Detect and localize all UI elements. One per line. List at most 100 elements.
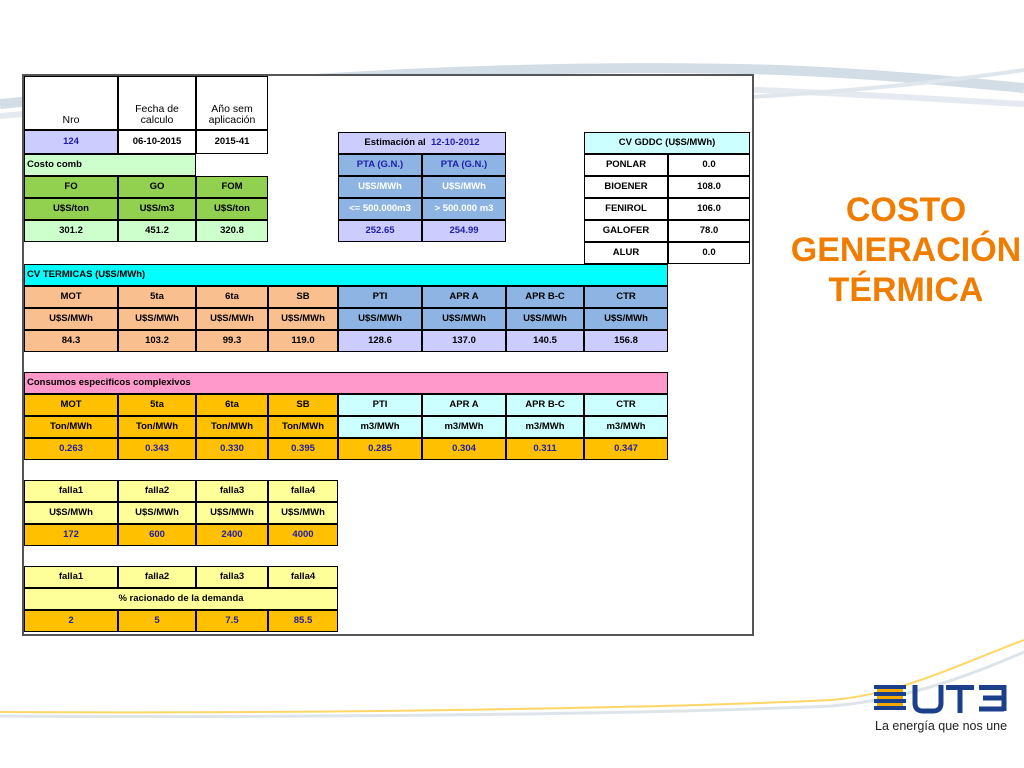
consumos-col: APR A [422,394,506,416]
falla-rac-col: falla4 [268,566,338,588]
consumos-col: 5ta [118,394,196,416]
falla-cost-unit: U$S/MWh [24,502,118,524]
falla-rac-value: 7.5 [196,610,268,632]
costo-comb-unit: U$S/ton [196,198,268,220]
falla-cost-value: 600 [118,524,196,546]
anio-value: 2015-41 [196,130,268,154]
cv-termicas-unit: U$S/MWh [24,308,118,330]
consumos-value: 0.395 [268,438,338,460]
consumos-unit: m3/MWh [506,416,584,438]
consumos-unit: Ton/MWh [196,416,268,438]
fecha-value: 06-10-2015 [118,130,196,154]
ute-logo-icon [874,685,1007,714]
nro-value: 124 [24,130,118,154]
estimacion-label: Estimación al [364,136,426,148]
costo-comb-col: FO [24,176,118,198]
costo-comb-value: 301.2 [24,220,118,242]
falla-cost-col: falla4 [268,480,338,502]
falla-cost-col: falla3 [196,480,268,502]
falla-rac-col: falla2 [118,566,196,588]
fecha-label-line2: calculo [140,114,174,127]
consumos-value: 0.347 [584,438,668,460]
cv-termicas-unit: U$S/MWh [422,308,506,330]
cv-termicas-unit: U$S/MWh [196,308,268,330]
cv-termicas-col: APR B-C [506,286,584,308]
cv-termicas-unit: U$S/MWh [268,308,338,330]
falla-cost-value: 2400 [196,524,268,546]
consumos-unit: Ton/MWh [118,416,196,438]
falla-cost-col: falla2 [118,480,196,502]
estimacion-value: 252.65 [338,220,422,242]
consumos-unit: m3/MWh [584,416,668,438]
estimacion-col: PTA (G.N.) [338,154,422,176]
falla-rac-label: % racionado de la demanda [24,588,338,610]
consumos-col: MOT [24,394,118,416]
cv-termicas-unit: U$S/MWh [506,308,584,330]
costo-comb-col: GO [118,176,196,198]
cv-termicas-value: 140.5 [506,330,584,352]
costo-comb-value: 320.8 [196,220,268,242]
cv-termicas-col: CTR [584,286,668,308]
falla-cost-value: 172 [24,524,118,546]
consumos-title: Consumos especificos complexivos [24,372,668,394]
cv-termicas-value: 156.8 [584,330,668,352]
falla-cost-unit: U$S/MWh [196,502,268,524]
consumos-value: 0.263 [24,438,118,460]
consumos-col: SB [268,394,338,416]
falla-cost-value: 4000 [268,524,338,546]
estimacion-header: Estimación al 12-10-2012 [338,132,506,154]
falla-cost-unit: U$S/MWh [118,502,196,524]
consumos-col: 6ta [196,394,268,416]
falla-rac-col: falla1 [24,566,118,588]
cv-termicas-value: 128.6 [338,330,422,352]
cv-gddc-value: 0.0 [668,154,750,176]
cv-termicas-col: MOT [24,286,118,308]
slide-title-line3: TÉRMICA [828,271,984,309]
cv-termicas-col: 6ta [196,286,268,308]
falla-rac-value: 85.5 [268,610,338,632]
slide-title-line1: COSTO [845,191,967,229]
logo-tagline: La energía que nos une [875,719,1008,733]
consumos-value: 0.311 [506,438,584,460]
fecha-label-line1: Fecha de [135,102,179,115]
cv-gddc-value: 106.0 [668,198,750,220]
consumos-col: CTR [584,394,668,416]
cv-gddc-value: 108.0 [668,176,750,198]
cv-termicas-value: 99.3 [196,330,268,352]
falla-rac-value: 5 [118,610,196,632]
costo-comb-unit: U$S/m3 [118,198,196,220]
cv-termicas-unit: U$S/MWh [338,308,422,330]
estimacion-col: PTA (G.N.) [422,154,506,176]
consumos-value: 0.285 [338,438,422,460]
estimacion-value: 254.99 [422,220,506,242]
consumos-unit: Ton/MWh [24,416,118,438]
estimacion-range: <= 500.000m3 [338,198,422,220]
cv-termicas-value: 119.0 [268,330,338,352]
costo-comb-unit: U$S/ton [24,198,118,220]
consumos-unit: Ton/MWh [268,416,338,438]
cv-termicas-col: APR A [422,286,506,308]
cv-gddc-name: BIOENER [584,176,668,198]
consumos-col: APR B-C [506,394,584,416]
anio-label-line2: aplicación [208,114,256,127]
costo-comb-value: 451.2 [118,220,196,242]
estimacion-unit: U$S/MWh [422,176,506,198]
consumos-value: 0.343 [118,438,196,460]
falla-cost-col: falla1 [24,480,118,502]
cv-termicas-value: 103.2 [118,330,196,352]
cv-termicas-unit: U$S/MWh [118,308,196,330]
cv-termicas-value: 84.3 [24,330,118,352]
cv-termicas-value: 137.0 [422,330,506,352]
cv-gddc-name: GALOFER [584,220,668,242]
slide-title: COSTO GENERACIÓN TÉRMICA [756,190,1024,310]
costo-comb-col: FOM [196,176,268,198]
cv-gddc-title: CV GDDC (U$S/MWh) [584,132,750,154]
slide-title-line2: GENERACIÓN [790,231,1022,269]
estimacion-date: 12-10-2012 [430,136,480,148]
cv-gddc-name: ALUR [584,242,668,264]
cv-termicas-title: CV TERMICAS (U$S/MWh) [24,264,668,286]
cv-gddc-name: FENIROL [584,198,668,220]
